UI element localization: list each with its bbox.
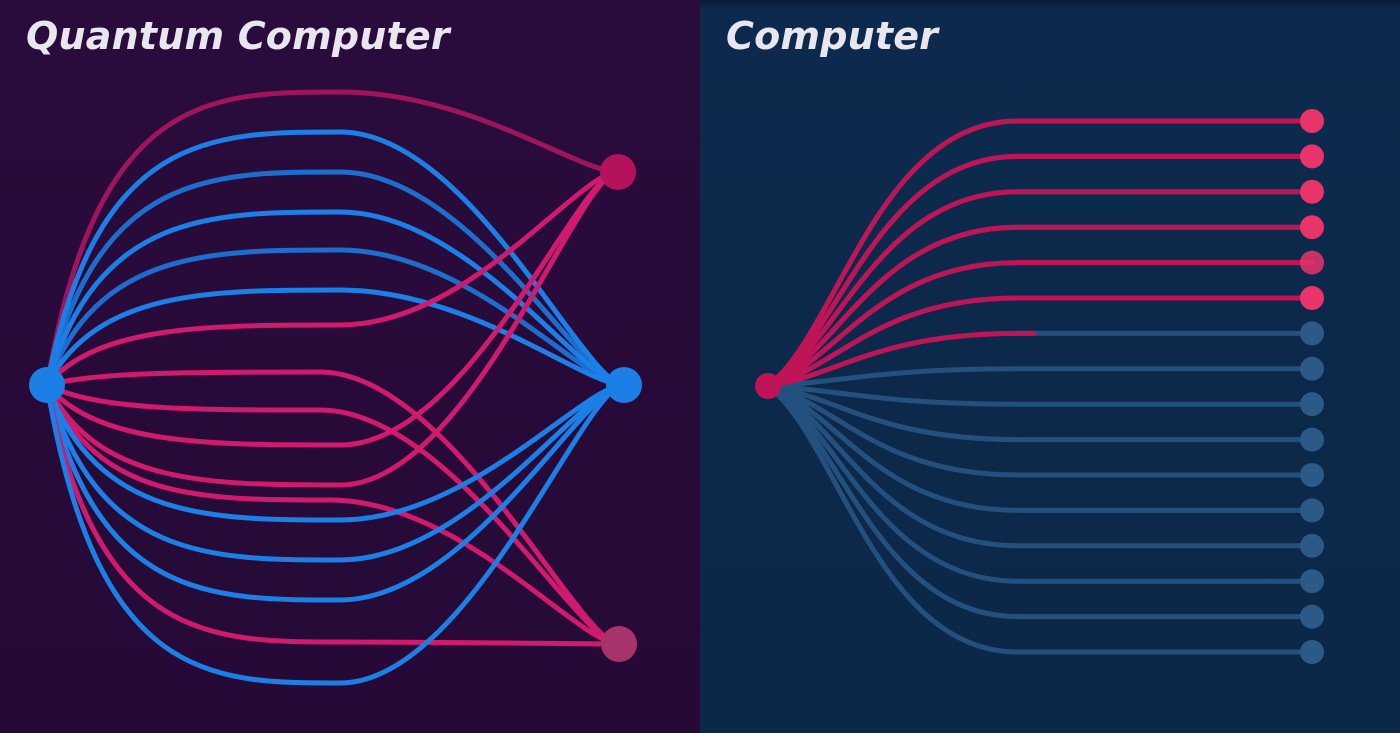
- quantum-path-12: [44, 382, 622, 647]
- output-node-middle: [606, 367, 642, 403]
- inactive-output-node-11: [1300, 463, 1324, 487]
- active-output-node-2: [1300, 144, 1324, 169]
- inactive-output-node-7: [1300, 321, 1324, 346]
- output-node-bottom: [601, 626, 637, 662]
- classical-path-3: [765, 189, 1315, 389]
- classical-path-10: [765, 383, 1315, 443]
- quantum-path-9: [44, 382, 622, 647]
- quantum-computer-panel: Quantum Computer: [0, 0, 700, 733]
- inactive-output-node-13: [1300, 533, 1324, 558]
- inactive-output-node-14: [1300, 569, 1324, 594]
- classical-path-diagram: [755, 109, 1324, 664]
- inactive-output-node-15: [1300, 604, 1324, 629]
- quantum-path-2: [44, 129, 627, 388]
- output-node-top: [600, 154, 636, 190]
- quantum-path-5: [44, 247, 627, 388]
- active-path-2: [765, 153, 1315, 389]
- quantum-path-17: [44, 382, 627, 686]
- classical-path-9: [765, 383, 1315, 407]
- active-path-1: [765, 118, 1315, 389]
- inactive-output-node-16: [1300, 640, 1324, 664]
- active-path-4: [765, 224, 1315, 389]
- quantum-path-16: [44, 382, 622, 647]
- quantum-path-1: [44, 89, 621, 388]
- quantum-path-13: [44, 382, 627, 523]
- source-node: [29, 367, 65, 403]
- quantum-path-11: [44, 169, 621, 488]
- inactive-output-node-12: [1300, 498, 1324, 523]
- quantum-path-6: [44, 287, 627, 388]
- quantum-path-14: [44, 382, 627, 563]
- classical-path-11: [765, 383, 1315, 478]
- quantum-path-10: [44, 169, 621, 448]
- quantum-path-7: [44, 169, 621, 388]
- top-shadow-strip: [700, 0, 1400, 10]
- active-output-node-5: [1300, 250, 1324, 275]
- quantum-path-15: [44, 382, 627, 603]
- classical-path-8: [765, 366, 1315, 389]
- classical-computer-panel: Computer: [700, 0, 1400, 733]
- inactive-output-node-10: [1300, 427, 1324, 452]
- partial-active-path: [765, 330, 1037, 389]
- classical-path-12: [765, 383, 1315, 513]
- quantum-path-diagram: [29, 89, 642, 686]
- active-path-5: [765, 260, 1315, 389]
- classical-source-node: [755, 373, 781, 399]
- inactive-output-node-9: [1300, 392, 1324, 417]
- quantum-path-3: [44, 169, 627, 388]
- active-output-node-4: [1300, 215, 1324, 240]
- classical-path-16: [765, 383, 1315, 655]
- quantum-path-4: [44, 209, 627, 388]
- active-output-node-6: [1300, 286, 1324, 310]
- active-path-6: [765, 295, 1315, 389]
- classical-path-14: [765, 383, 1315, 584]
- quantum-path-8: [44, 369, 622, 647]
- quantum-computer-title: Quantum Computer: [26, 14, 450, 58]
- inactive-output-node-8: [1300, 356, 1324, 381]
- active-path-3: [765, 189, 1315, 389]
- classical-computer-title: Computer: [726, 14, 939, 58]
- active-output-node-1: [1300, 109, 1324, 133]
- classical-path-13: [765, 383, 1315, 549]
- active-output-node-3: [1300, 179, 1324, 204]
